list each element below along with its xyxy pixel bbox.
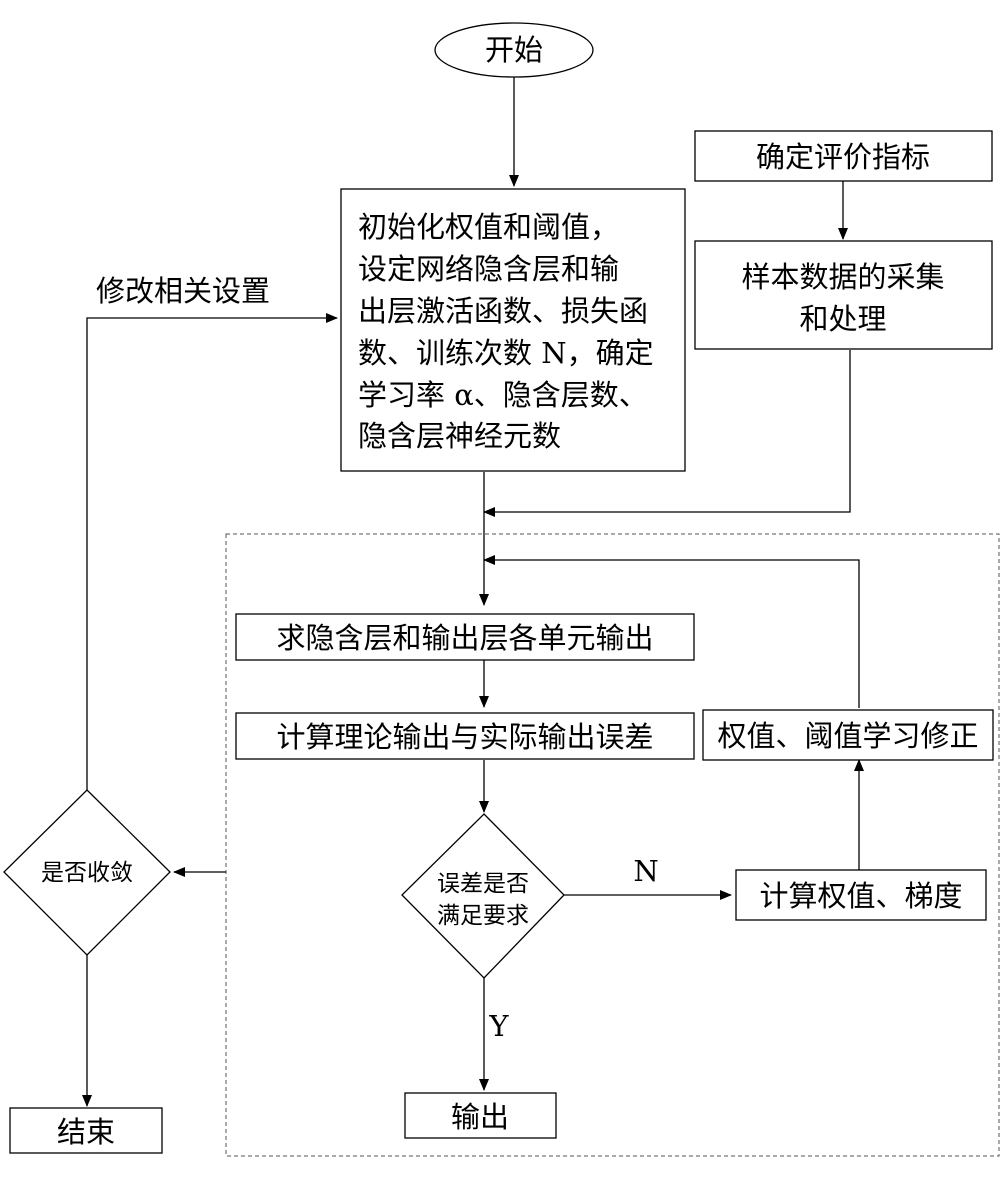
define-indicators-box xyxy=(694,130,993,182)
weight-update-label: 权值、阈值学习修正 xyxy=(717,719,978,753)
no-label: N xyxy=(633,854,658,888)
define-indicators-label: 确定评价指标 xyxy=(756,140,930,174)
init-line-6: 隐含层神经元数 xyxy=(358,419,561,453)
sample-box xyxy=(694,240,993,350)
output-box xyxy=(404,1092,557,1139)
training-loop-frame xyxy=(225,533,1000,1157)
gradient-box xyxy=(735,869,987,921)
init-line-2: 设定网络隐含层和输 xyxy=(358,252,619,286)
init-line-1: 初始化权值和阈值， xyxy=(358,210,619,244)
compute-error-box xyxy=(235,712,695,760)
start-label: 开始 xyxy=(485,33,543,67)
edge-sample-to-merge xyxy=(483,350,851,517)
modify-settings-label: 修改相关设置 xyxy=(96,274,270,308)
compute-outputs-label: 求隐含层和输出层各单元输出 xyxy=(276,621,653,655)
compute-outputs-box xyxy=(235,613,695,661)
sample-line-1: 样本数据的采集 xyxy=(741,260,944,294)
init-box xyxy=(340,188,686,472)
gradient-label: 计算权值、梯度 xyxy=(759,879,962,913)
end-box xyxy=(9,1107,163,1154)
yes-label: Y xyxy=(488,1009,509,1043)
compute-error-label: 计算理论输出与实际输出误差 xyxy=(276,720,653,754)
connectors xyxy=(82,77,864,1107)
init-line-5: 学习率 α、隐含层数、 xyxy=(358,378,648,412)
error-check-line-1: 误差是否 xyxy=(437,871,529,897)
weight-update-box xyxy=(702,709,994,761)
converge-label: 是否收敛 xyxy=(41,860,133,886)
error-check-diamond xyxy=(401,813,565,979)
converge-diamond xyxy=(3,789,171,956)
start-node xyxy=(434,22,594,78)
init-line-4: 数、训练次数 N，确定 xyxy=(358,336,654,370)
output-label: 输出 xyxy=(451,1100,509,1134)
init-line-3: 出层激活函数、损失函 xyxy=(358,294,648,328)
edge-converge-to-modify xyxy=(86,313,338,790)
error-check-line-2: 满足要求 xyxy=(437,903,529,929)
end-label: 结束 xyxy=(57,1115,115,1149)
sample-line-2: 和处理 xyxy=(799,302,886,336)
edge-update-to-loop xyxy=(483,555,860,708)
